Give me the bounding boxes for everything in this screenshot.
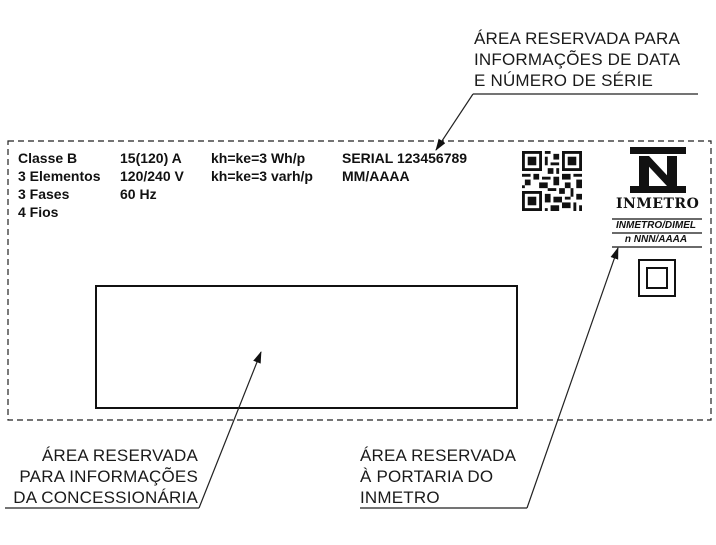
bottom-right-note-leader (526, 247, 619, 509)
spec-col-serial: SERIAL 123456789 MM/AAAA (342, 149, 467, 185)
double-insulation-icon (638, 259, 676, 297)
note-line: PARA INFORMAÇÕES (19, 467, 198, 486)
inmetro-n-logo-icon (630, 147, 686, 193)
spec-class: Classe B (18, 150, 78, 166)
note-inmetro-portaria: ÁREA RESERVADA À PORTARIA DO INMETRO (360, 445, 516, 508)
concessionaire-reserved-box (95, 285, 518, 409)
spec-voltage: 120/240 V (120, 168, 184, 184)
portaria-number-text: n NNN/AAAA (624, 234, 688, 245)
top-note-leader (435, 93, 474, 151)
note-date-serial: ÁREA RESERVADA PARA INFORMAÇÕES DE DATA … (474, 28, 680, 91)
spec-frequency: 60 Hz (120, 186, 157, 202)
bottom-left-note-leader (198, 351, 262, 509)
spec-wh-constant: kh=ke=3 Wh/p (211, 150, 306, 166)
spec-wires: 4 Fios (18, 204, 59, 220)
note-line: INFORMAÇÕES DE DATA (474, 50, 681, 69)
note-line: E NÚMERO DE SÉRIE (474, 71, 654, 90)
note-concessionaire: ÁREA RESERVADA PARA INFORMAÇÕES DA CONCE… (6, 445, 198, 508)
spec-col-constants: kh=ke=3 Wh/p kh=ke=3 varh/p (211, 149, 313, 185)
note-line: ÁREA RESERVADA (41, 446, 198, 465)
spec-col-ratings: 15(120) A 120/240 V 60 Hz (120, 149, 184, 203)
note-line: À PORTARIA DO (360, 467, 494, 486)
note-line: ÁREA RESERVADA (360, 446, 517, 465)
note-line: ÁREA RESERVADA PARA (474, 29, 680, 48)
portaria-organ-text: INMETRO/DIMEL (616, 220, 696, 231)
spec-current: 15(120) A (120, 150, 182, 166)
inmetro-brand-text: INMETRO (616, 196, 700, 212)
spec-phases: 3 Fases (18, 186, 70, 202)
spec-varh-constant: kh=ke=3 varh/p (211, 168, 313, 184)
spec-elements: 3 Elementos (18, 168, 101, 184)
note-line: INMETRO (360, 488, 440, 507)
spec-date: MM/AAAA (342, 168, 410, 184)
qr-code-icon (522, 151, 582, 211)
spec-serial: SERIAL 123456789 (342, 150, 468, 166)
label-dashed-border (7, 140, 712, 421)
note-line: DA CONCESSIONÁRIA (13, 488, 198, 507)
spec-col-class: Classe B 3 Elementos 3 Fases 4 Fios (18, 149, 100, 221)
